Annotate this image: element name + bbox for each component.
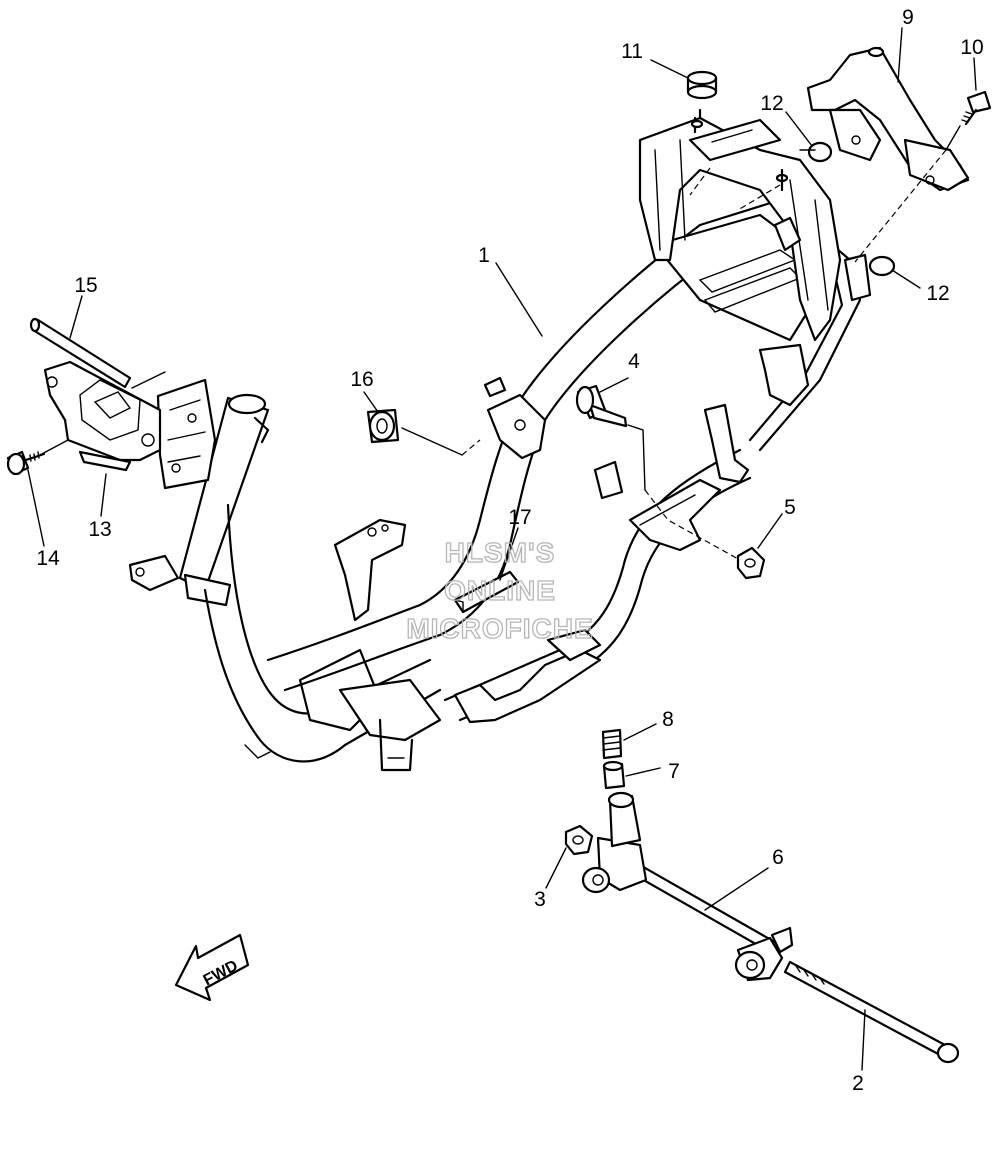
- callout-5: 5: [784, 496, 796, 519]
- watermark: HLSM'S ONLINE MICROFICHE: [406, 536, 594, 644]
- collar-part-7: [602, 760, 626, 790]
- bracket-part-13: [43, 360, 162, 472]
- watermark-line-3: MICROFICHE: [406, 613, 593, 644]
- watermark-line-2: ONLINE: [444, 575, 556, 606]
- pad-part-17: [453, 570, 520, 614]
- spring-part-8: [601, 728, 623, 760]
- callout-10: 10: [960, 36, 983, 59]
- nut-part-5: [736, 546, 766, 580]
- callout-15: 15: [74, 274, 97, 297]
- bolt-part-10: [961, 90, 992, 126]
- callout-2: 2: [852, 1072, 864, 1095]
- callout-11: 11: [621, 40, 643, 63]
- cap-part-12: [807, 141, 896, 277]
- leader-lines: [27, 27, 977, 1071]
- grommet-part-16: [366, 408, 400, 444]
- callout-17: 17: [508, 506, 531, 529]
- callout-16: 16: [350, 368, 373, 391]
- collar-part-11: [686, 70, 718, 100]
- callout-3: 3: [534, 888, 546, 911]
- callout-9: 9: [902, 6, 914, 29]
- rear-bracket-part-9: [806, 46, 970, 192]
- callout-12b: 12: [926, 282, 949, 305]
- rod-part-15: [29, 317, 132, 389]
- callout-1: 1: [478, 244, 490, 267]
- watermark-line-1: HLSM'S: [445, 537, 556, 568]
- fwd-arrow-icon: FWD: [174, 933, 250, 1002]
- guide-lines: [37, 125, 961, 561]
- callout-14: 14: [36, 547, 60, 570]
- callout-8: 8: [662, 708, 674, 731]
- callout-4: 4: [628, 350, 640, 373]
- callout-6: 6: [772, 846, 784, 869]
- callout-13: 13: [88, 518, 111, 541]
- engine-link-part-6: [581, 791, 794, 982]
- bolt-part-4: [575, 384, 628, 428]
- callout-12a: 12: [760, 92, 783, 115]
- nut-part-3: [564, 824, 594, 856]
- callouts: 1 2 3 4 5 6 7 8 9 10 11 12 12 13 14 15 1…: [36, 6, 983, 1095]
- bolt-part-2: [783, 960, 960, 1064]
- callout-7: 7: [668, 760, 680, 783]
- main-frame: [128, 108, 872, 772]
